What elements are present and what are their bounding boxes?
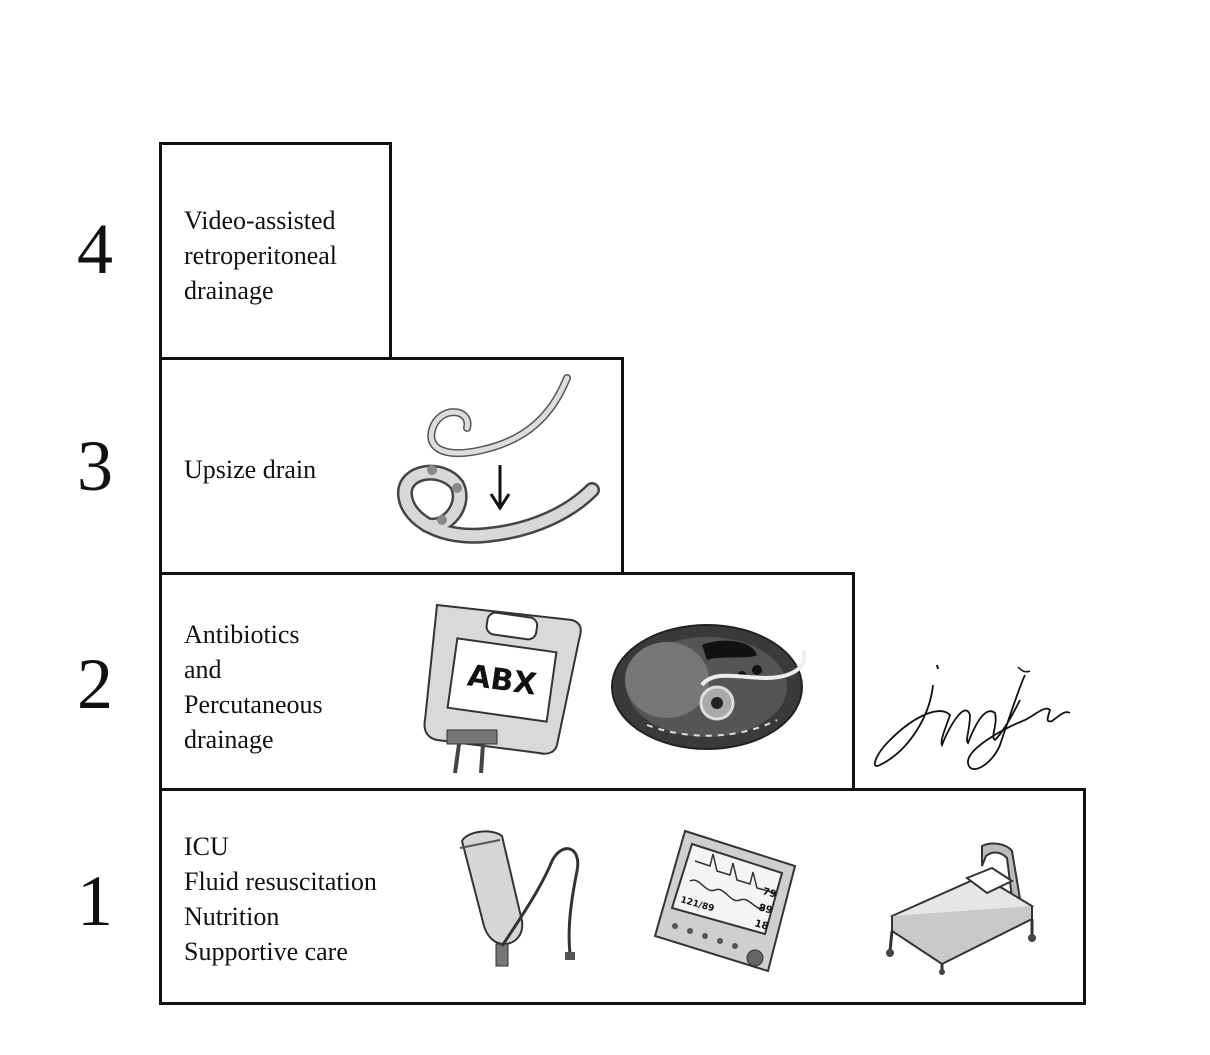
monitor-spo2: 89 (757, 902, 773, 916)
step-1-line: Nutrition (184, 902, 280, 931)
step-1-box: ICU Fluid resuscitation Nutrition Suppor… (159, 788, 1086, 1005)
step-4-line: retroperitoneal (184, 241, 338, 270)
artist-signature (873, 664, 1071, 770)
step-2-line: drainage (184, 725, 274, 754)
step-3-line: Upsize drain (184, 455, 317, 484)
antibiotic-bag-icon: ABX (423, 603, 582, 774)
step-4-box: Video-assisted retroperitoneal drainage (159, 142, 392, 361)
step-2-label: Antibiotics and Percutaneous drainage (184, 617, 323, 757)
step-number-1: 1 (77, 861, 113, 941)
vital-signs-monitor-icon: 79 121/89 89 18 (653, 829, 797, 973)
step-1-label: ICU Fluid resuscitation Nutrition Suppor… (184, 829, 377, 969)
step-number-2: 2 (77, 644, 113, 724)
hospital-bed-icon (886, 842, 1036, 975)
step-4-line: Video-assisted (184, 206, 336, 235)
monitor-resp: 18 (753, 918, 769, 932)
step-number-3: 3 (77, 426, 113, 506)
step-4-line: drainage (184, 276, 274, 305)
step-3-label: Upsize drain (184, 452, 316, 487)
step-1-line: Fluid resuscitation (184, 867, 377, 896)
step-1-line: Supportive care (184, 937, 348, 966)
step-4-label: Video-assisted retroperitoneal drainage (184, 203, 337, 308)
step-3-box: Upsize drain (159, 357, 624, 576)
step-2-line: Antibiotics (184, 620, 300, 649)
step-2-box: Antibiotics and Percutaneous drainage AB… (159, 572, 855, 791)
step-2-line: Percutaneous (184, 690, 323, 719)
step-2-line: and (184, 655, 222, 684)
step-1-line: ICU (184, 832, 229, 861)
monitor-heart-rate: 79 (761, 886, 777, 900)
ct-cross-section-drain-icon (611, 624, 807, 750)
pigtail-catheter-upsize-icon (397, 374, 600, 544)
step-number-4: 4 (77, 209, 113, 289)
iv-fluid-bag-icon (459, 830, 580, 967)
